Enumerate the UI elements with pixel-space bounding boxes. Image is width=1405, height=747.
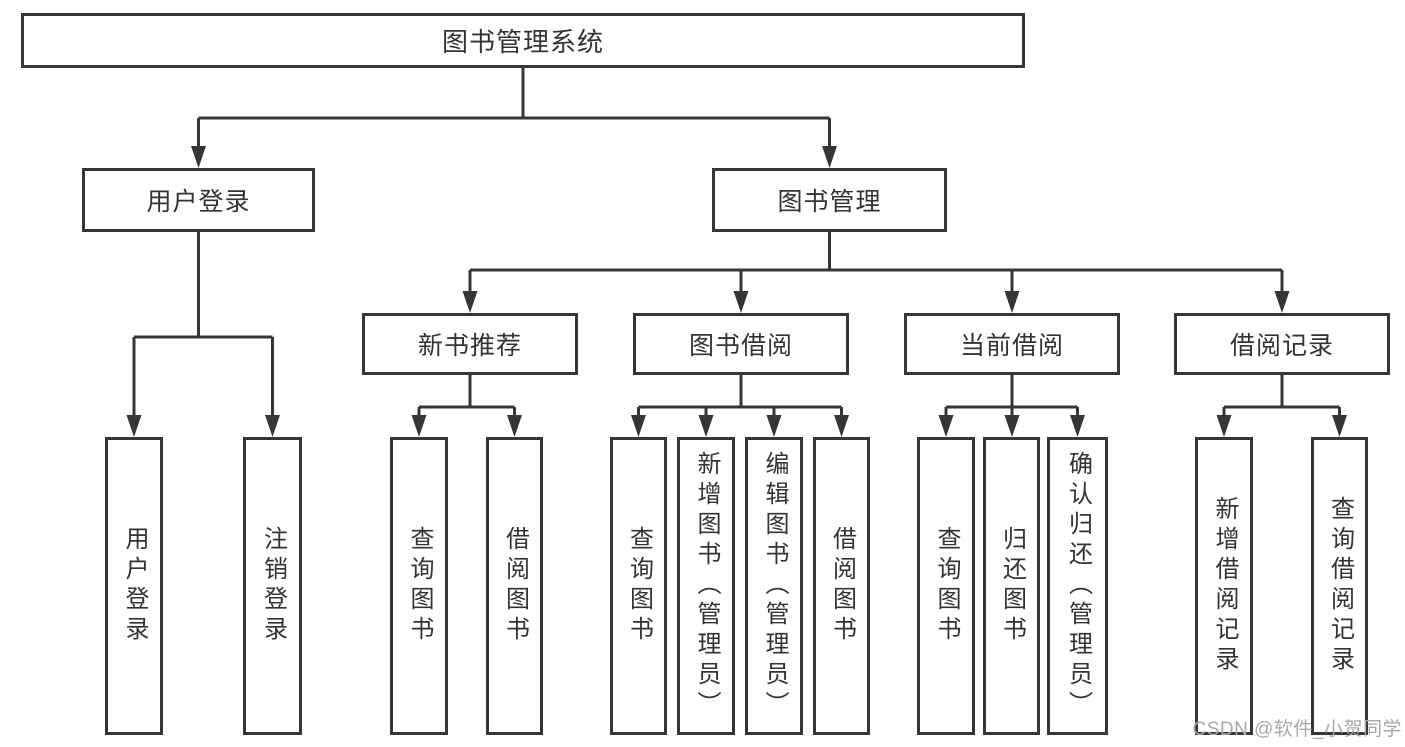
leaf-cb-query-books-label: 查询图书 [933, 526, 960, 646]
node-root: 图书管理系统 [21, 13, 1025, 68]
node-book-borrow: 图书借阅 [633, 313, 849, 375]
leaf-bb-query-books: 查询图书 [610, 437, 667, 735]
leaf-br-query-record-label: 查询借阅记录 [1326, 496, 1354, 676]
leaf-br-query-record: 查询借阅记录 [1311, 437, 1368, 735]
leaf-nb-query-books: 查询图书 [390, 437, 448, 735]
leaf-user-login: 用户登录 [105, 437, 163, 735]
leaf-bb-add-books-admin-label: 新增图书（管理员） [693, 451, 720, 721]
node-book-borrow-label: 图书借阅 [688, 332, 793, 360]
leaf-bb-borrow-books: 借阅图书 [813, 437, 870, 735]
node-new-book-recommend-label: 新书推荐 [417, 332, 522, 360]
node-user-login: 用户登录 [82, 168, 315, 232]
leaf-nb-borrow-books-label: 借阅图书 [501, 526, 529, 646]
node-current-borrow: 当前借阅 [904, 313, 1120, 375]
node-user-login-label: 用户登录 [146, 188, 251, 216]
csdn-watermark: CSDN @软件_小贺同学 [1192, 719, 1402, 740]
node-borrow-records: 借阅记录 [1174, 313, 1390, 375]
leaf-nb-borrow-books: 借阅图书 [486, 437, 543, 735]
node-root-label: 图书管理系统 [441, 27, 604, 57]
leaf-br-add-record-label: 新增借阅记录 [1211, 496, 1238, 676]
leaf-bb-add-books-admin: 新增图书（管理员） [677, 437, 735, 735]
leaf-br-add-record: 新增借阅记录 [1195, 437, 1253, 735]
node-book-management-label: 图书管理 [777, 188, 882, 216]
leaf-cb-query-books: 查询图书 [917, 437, 975, 735]
leaf-bb-edit-books-admin: 编辑图书（管理员） [745, 437, 803, 735]
connector-lines [132, 66, 1341, 419]
node-current-borrow-label: 当前借阅 [959, 332, 1064, 360]
leaf-cb-return-books-label: 归还图书 [998, 526, 1026, 646]
leaf-cb-return-books: 归还图书 [983, 437, 1040, 735]
leaf-bb-borrow-books-label: 借阅图书 [828, 526, 856, 646]
node-book-management: 图书管理 [712, 168, 947, 232]
leaf-bb-query-books-label: 查询图书 [625, 526, 653, 646]
leaf-cb-confirm-return-admin-label: 确认归还（管理员） [1064, 451, 1092, 721]
node-new-book-recommend: 新书推荐 [362, 313, 578, 375]
leaf-bb-edit-books-admin-label: 编辑图书（管理员） [761, 451, 788, 721]
leaf-user-login-label: 用户登录 [121, 526, 148, 646]
leaf-logout-label: 注销登录 [259, 526, 287, 646]
node-borrow-records-label: 借阅记录 [1229, 332, 1334, 360]
arrowhead-icons [126, 146, 1347, 437]
leaf-nb-query-books-label: 查询图书 [406, 526, 433, 646]
leaf-logout: 注销登录 [243, 437, 302, 735]
leaf-cb-confirm-return-admin: 确认归还（管理员） [1047, 437, 1108, 735]
